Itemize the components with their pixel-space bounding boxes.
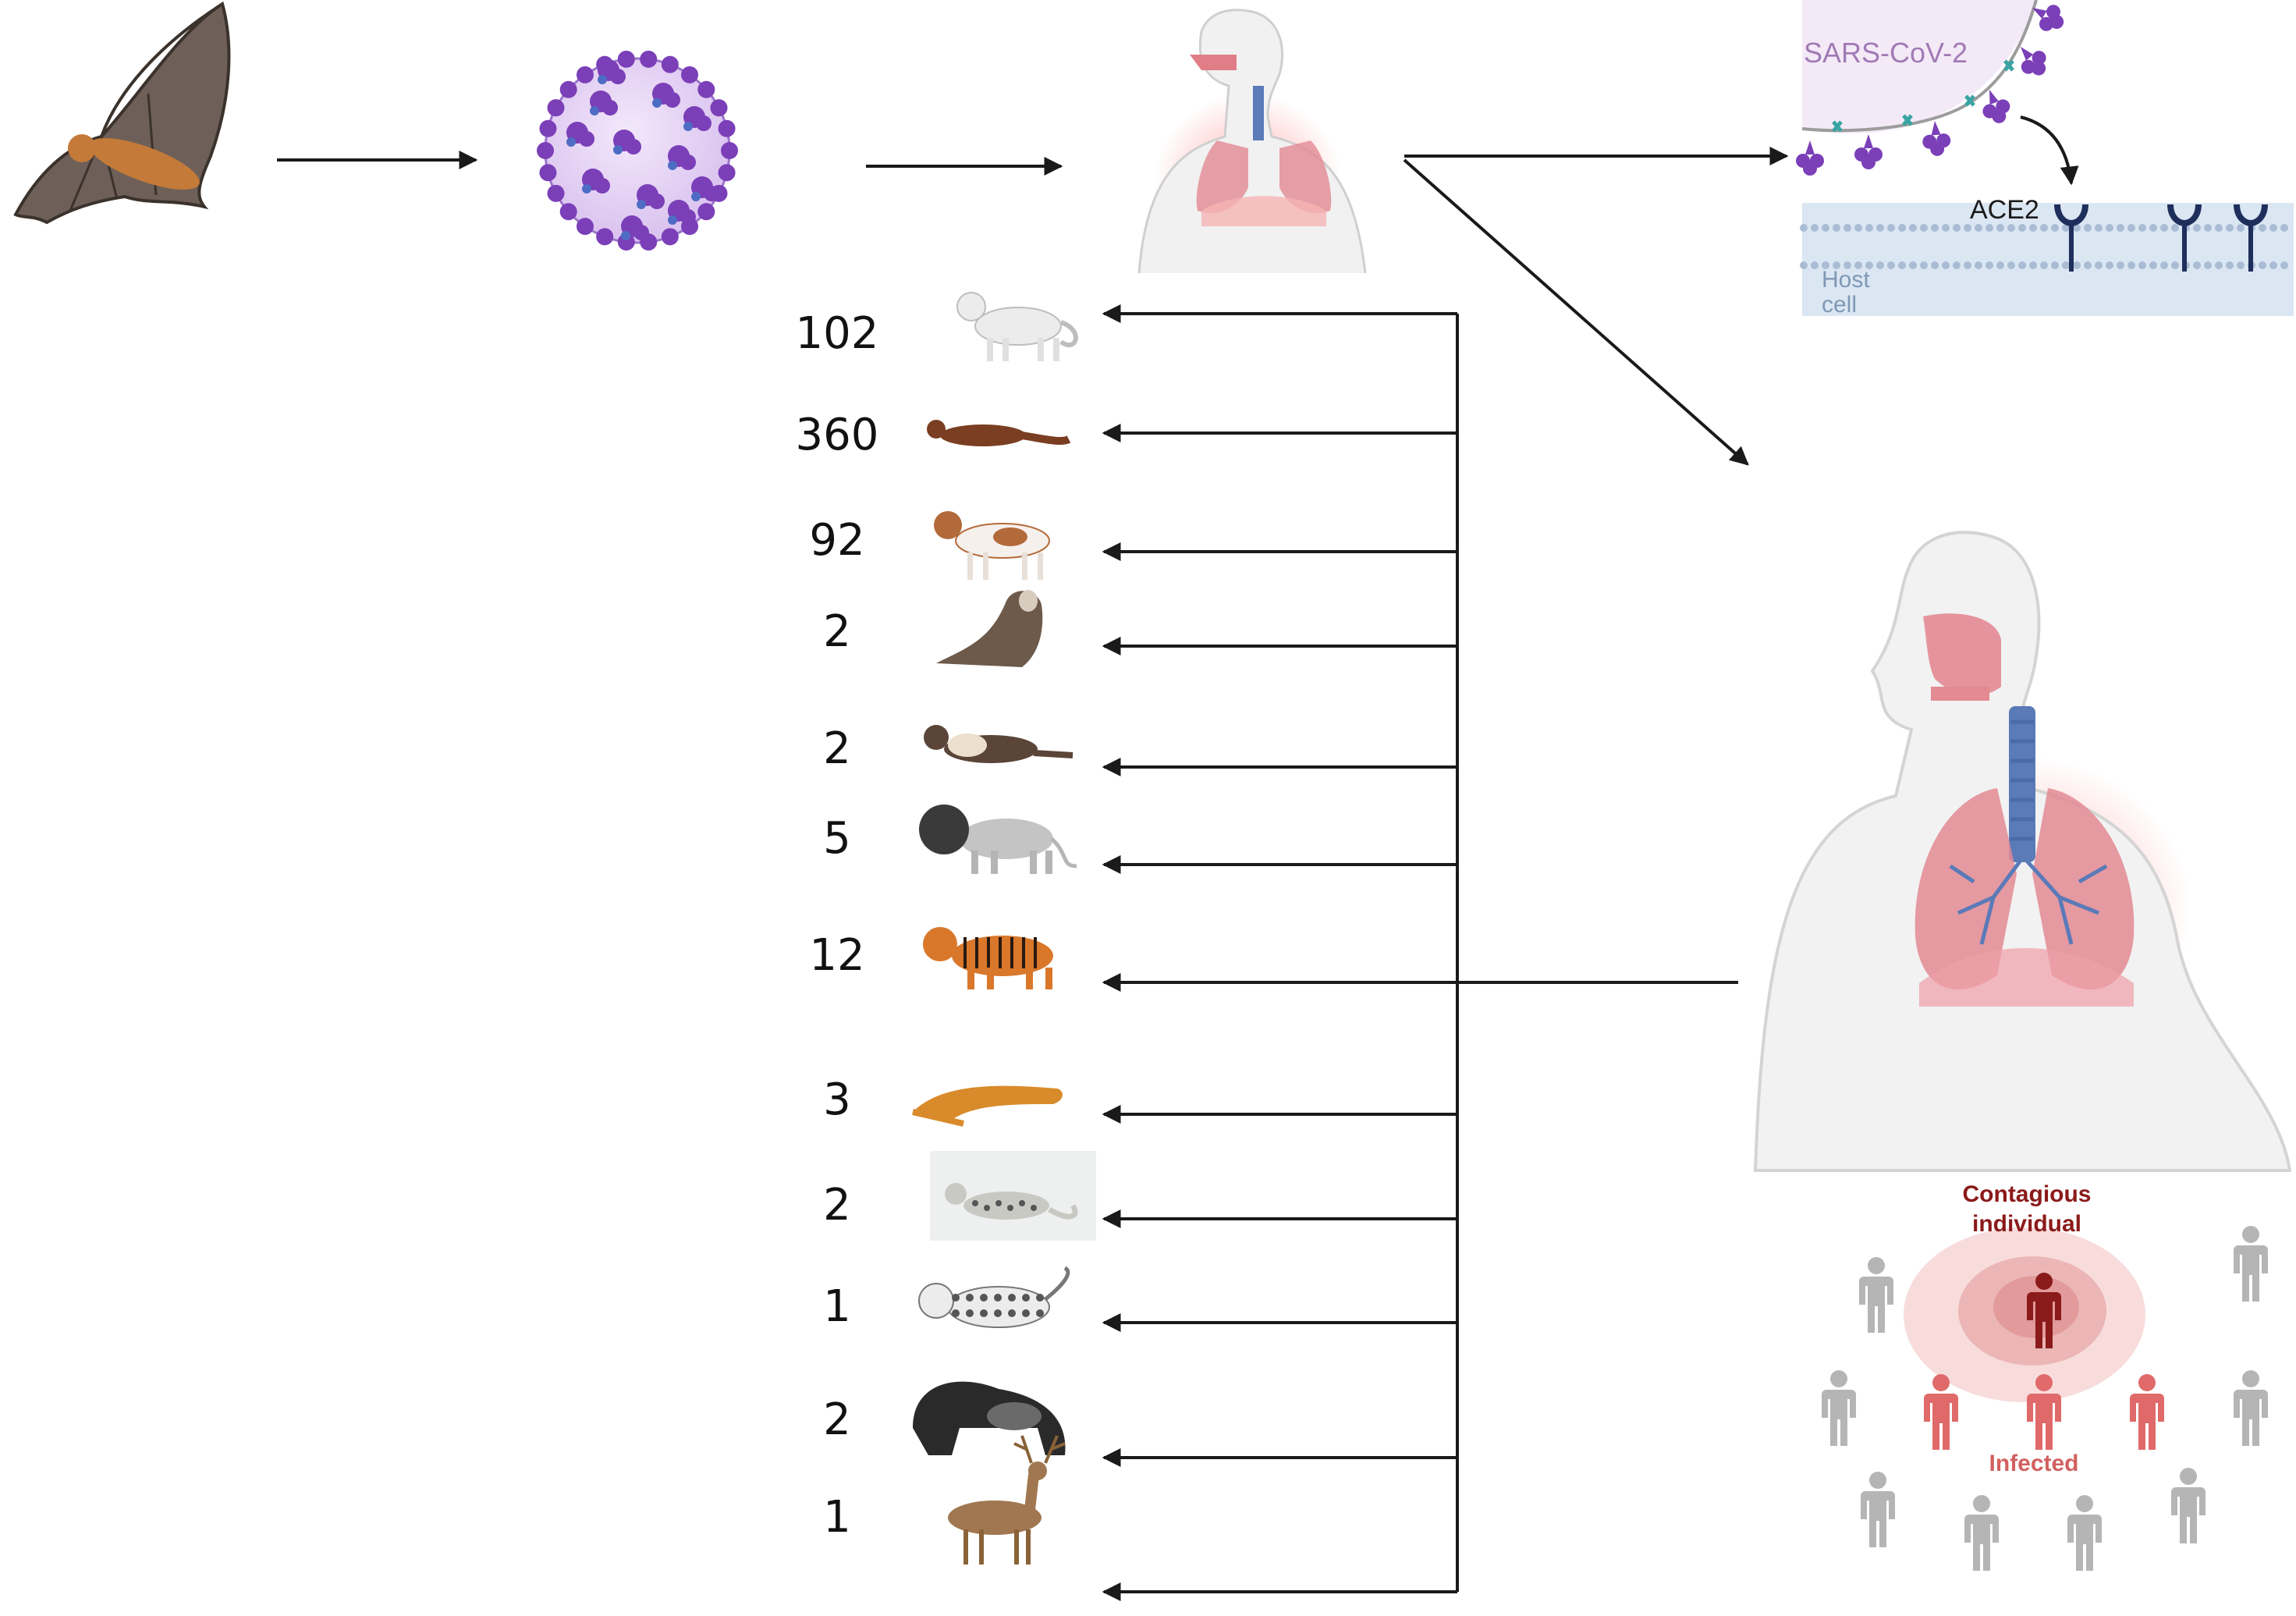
host-cell-label-line2: cell	[1822, 292, 1857, 318]
dog-icon	[934, 511, 1050, 580]
animal-row: 1	[823, 1266, 1070, 1332]
animal-row: 3	[823, 1074, 1063, 1127]
animal-row: 2	[823, 723, 1073, 774]
snow-leopard-icon	[930, 1151, 1096, 1241]
animal-row: 102	[796, 292, 1078, 361]
case-count: 102	[796, 308, 879, 359]
puma-icon	[912, 1085, 1063, 1127]
animal-row: 92	[809, 511, 1050, 580]
virus-label: SARS-CoV-2	[1804, 37, 1968, 69]
contagious-label-line1: Contagious	[1963, 1181, 2092, 1207]
leopard-icon	[918, 1266, 1070, 1328]
healthy-person-icon	[1861, 1472, 1895, 1547]
case-count: 2	[823, 1180, 851, 1231]
human-respiratory-icon-large	[1753, 531, 2292, 1172]
lion-icon	[919, 804, 1077, 874]
human-respiratory-icon-small	[1137, 9, 1367, 274]
virus-particle-icon	[537, 50, 738, 251]
infected-label: Infected	[1989, 1451, 2078, 1476]
case-count: 1	[823, 1281, 851, 1332]
animal-row: 2	[823, 1151, 1096, 1241]
healthy-person-icon	[2171, 1468, 2206, 1543]
bat-icon	[13, 1, 231, 225]
animal-row: 12	[809, 927, 1053, 989]
animal-row: 1	[823, 1435, 1066, 1565]
animal-row: 5	[823, 804, 1077, 874]
human-to-transmission-arrow	[1403, 158, 1749, 466]
animal-row: 360	[796, 410, 1071, 460]
case-count: 1	[823, 1492, 851, 1543]
animal-row: 2	[823, 590, 1043, 667]
contagious-label-line2: individual	[1972, 1211, 2081, 1237]
ferret-icon	[924, 725, 1073, 763]
cat-icon	[956, 292, 1078, 361]
spillover-bracket	[1102, 304, 1738, 1601]
healthy-person-icon	[2234, 1370, 2268, 1446]
case-count: 2	[823, 606, 851, 657]
infected-person-icon	[2130, 1374, 2164, 1450]
healthy-person-icon	[1859, 1257, 1893, 1333]
healthy-person-icon	[1822, 1370, 1856, 1446]
case-count: 5	[823, 813, 851, 864]
case-count: 2	[823, 723, 851, 774]
infected-person-icon	[1924, 1374, 1958, 1450]
gorilla-icon	[913, 1381, 1066, 1455]
deer-icon	[948, 1435, 1066, 1565]
case-count: 12	[809, 930, 864, 981]
case-count: 2	[823, 1394, 851, 1445]
case-count: 92	[809, 515, 864, 566]
receptor-binding-panel: SARS-CoV-2 ACE2 Host cell	[1796, 0, 2294, 318]
host-cell-label-line1: Host	[1822, 267, 1870, 293]
case-count: 3	[823, 1074, 851, 1125]
mink-icon	[927, 420, 1071, 446]
ace2-label: ACE2	[1970, 195, 2039, 225]
healthy-person-icon	[2067, 1495, 2102, 1571]
healthy-person-icon	[1964, 1495, 1999, 1571]
otter-icon	[936, 590, 1043, 667]
animal-row: 2	[823, 1381, 1066, 1455]
transmission-cluster: Contagious individual Infected	[1822, 1181, 2268, 1571]
flow-arrows	[277, 147, 1789, 466]
tiger-icon	[923, 927, 1053, 989]
healthy-person-icon	[2234, 1226, 2268, 1302]
case-count: 360	[796, 410, 879, 460]
